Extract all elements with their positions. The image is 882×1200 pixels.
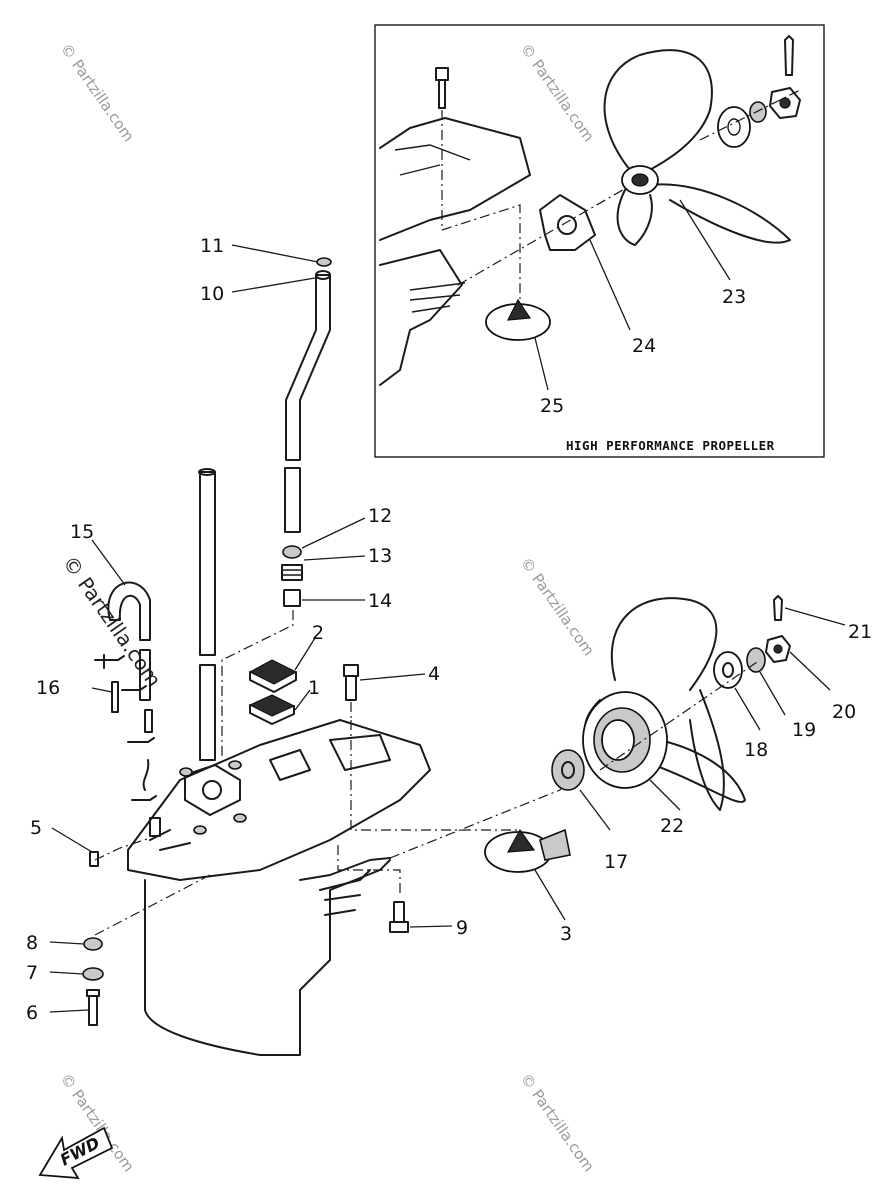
callout-6: 6 — [26, 1002, 38, 1024]
callout-8: 8 — [26, 932, 38, 954]
grommet-12 — [282, 545, 302, 559]
callout-1: 1 — [308, 677, 320, 699]
watermarks: © Partzilla.com © Partzilla.com © Partzi… — [57, 40, 598, 1175]
callout-3: 3 — [560, 923, 572, 945]
callout-9: 9 — [456, 917, 468, 939]
watermark: © Partzilla.com — [517, 1070, 598, 1175]
spacer-19 — [746, 647, 766, 673]
inset-lower-unit — [379, 117, 531, 241]
pin-5 — [89, 851, 99, 867]
bolt-4 — [343, 664, 359, 701]
inset-caption: HIGH PERFORMANCE PROPELLER — [566, 438, 775, 453]
grommet-11 — [316, 257, 332, 267]
inset-nut — [769, 87, 801, 119]
fwd-arrow-icon — [38, 1126, 114, 1180]
seal-2 — [248, 659, 298, 685]
callout-23: 23 — [722, 286, 746, 308]
callout-13: 13 — [368, 545, 392, 567]
washer-18 — [713, 651, 743, 689]
water-pipe-10 — [285, 274, 331, 461]
thrust-washer-17 — [551, 749, 585, 791]
hose-15 — [107, 581, 151, 641]
callout-4: 4 — [428, 663, 440, 685]
callout-11: 11 — [200, 235, 224, 257]
callout-2: 2 — [312, 622, 324, 644]
drive-shaft — [199, 471, 216, 656]
seal-13 — [281, 564, 303, 581]
inset-high-performance-propeller: HIGH PERFORMANCE PROPELLER — [374, 24, 825, 458]
watermark: © Partzilla.com — [517, 554, 598, 659]
callout-12: 12 — [368, 505, 392, 527]
callout-24: 24 — [632, 335, 656, 357]
inset-spacer — [749, 101, 767, 123]
fittings-16 — [94, 654, 161, 837]
propeller-22 — [582, 597, 746, 811]
inset-bolt — [435, 67, 449, 109]
inset-cotter-pin — [784, 35, 794, 76]
callout-10: 10 — [200, 283, 224, 305]
inset-thrust-washer-24 — [539, 194, 596, 251]
callout-21: 21 — [848, 621, 872, 643]
callout-15: 15 — [70, 521, 94, 543]
nut-20 — [765, 635, 791, 663]
callout-18: 18 — [744, 739, 768, 761]
fwd-direction-arrow: FWD — [38, 1126, 114, 1180]
callout-25: 25 — [540, 395, 564, 417]
watermark: © Partzilla.com — [57, 40, 138, 145]
callout-17: 17 — [604, 851, 628, 873]
callout-22: 22 — [660, 815, 684, 837]
lower-casing — [127, 719, 431, 1056]
main-assembly: 2 1 4 5 8 7 6 9 3 10 11 12 13 14 15 16 1… — [26, 235, 872, 1056]
callout-5: 5 — [30, 817, 42, 839]
callout-7: 7 — [26, 962, 38, 984]
watermark: © Partzilla.com — [517, 40, 598, 145]
pipe-segment — [284, 467, 301, 533]
cotter-pin-21 — [773, 595, 783, 621]
inset-washer — [717, 106, 751, 148]
callout-16: 16 — [36, 677, 60, 699]
callout-19: 19 — [792, 719, 816, 741]
bolt-9 — [389, 901, 409, 933]
seal-1 — [248, 694, 296, 717]
washer-8 — [83, 937, 103, 951]
inset-propeller-23 — [603, 49, 791, 246]
collar-14 — [283, 589, 301, 607]
inset-frame — [374, 24, 825, 458]
callout-14: 14 — [368, 590, 392, 612]
washer-7 — [82, 967, 104, 981]
bolt-6 — [86, 989, 100, 1026]
callout-20: 20 — [832, 701, 856, 723]
